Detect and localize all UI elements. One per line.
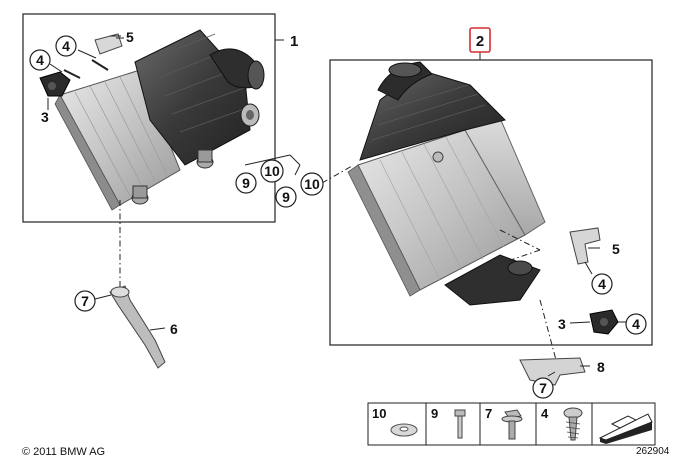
svg-text:10: 10 [264, 163, 280, 179]
legend-item-7[interactable]: 7 [485, 406, 523, 440]
legend-item-4[interactable]: 4 [541, 406, 583, 441]
screw-4-left-lower[interactable] [63, 69, 81, 79]
svg-text:4: 4 [62, 38, 70, 54]
leader-lines-right [321, 165, 628, 377]
callout-5-right[interactable]: 5 [612, 241, 620, 257]
callout-4-right-upper[interactable]: 4 [591, 273, 613, 295]
callout-2[interactable]: 2 [469, 27, 491, 53]
callout-1[interactable]: 1 [290, 33, 298, 50]
intercooler-assembly-1[interactable] [54, 29, 265, 211]
assembly-2-frame [329, 52, 653, 346]
washer-icon [390, 423, 418, 437]
callout-3-right[interactable]: 3 [558, 316, 566, 332]
callout-9-left[interactable]: 9 [235, 172, 257, 194]
callout-8[interactable]: 8 [597, 359, 605, 375]
flange-bolt-icon [501, 409, 523, 440]
svg-text:6: 6 [170, 321, 178, 337]
callout-4-left-upper[interactable]: 4 [55, 35, 77, 57]
svg-text:9: 9 [242, 175, 250, 191]
svg-text:4: 4 [36, 52, 44, 68]
svg-text:3: 3 [41, 109, 49, 125]
svg-text:5: 5 [126, 29, 134, 45]
bracket-5-left[interactable] [94, 33, 124, 55]
svg-text:2: 2 [476, 33, 484, 50]
svg-text:1: 1 [290, 33, 298, 50]
bracket-8[interactable] [519, 357, 586, 386]
svg-text:4: 4 [598, 276, 606, 292]
svg-text:9: 9 [282, 189, 290, 205]
svg-text:10: 10 [304, 176, 320, 192]
callout-3-left[interactable]: 3 [41, 109, 49, 125]
leader-lines-left [47, 35, 301, 176]
callout-6[interactable]: 6 [170, 321, 178, 337]
legend-item-9[interactable]: 9 [431, 406, 466, 439]
screw-icon [563, 407, 583, 441]
callout-10-right[interactable]: 10 [300, 172, 324, 196]
screw-4-left-upper[interactable] [91, 59, 109, 71]
bolt-icon [454, 409, 466, 439]
diagram-id: 262904 [636, 446, 670, 457]
svg-text:7: 7 [81, 293, 89, 309]
callout-7-left[interactable]: 7 [74, 290, 96, 312]
leader-lines-bottom-left [94, 294, 166, 331]
callout-5-left[interactable]: 5 [126, 29, 134, 45]
callout-4-left-lower[interactable]: 4 [29, 49, 51, 71]
svg-text:7: 7 [485, 406, 492, 421]
bracket-5-right[interactable] [569, 227, 601, 265]
svg-text:9: 9 [431, 406, 438, 421]
callout-7-right[interactable]: 7 [532, 377, 554, 399]
sensor-3-right[interactable] [589, 309, 619, 335]
legend-item-10[interactable]: 10 [372, 406, 418, 437]
sensor-3-left[interactable] [39, 71, 71, 97]
svg-text:4: 4 [541, 406, 549, 421]
callout-9-right[interactable]: 9 [275, 186, 297, 208]
svg-text:8: 8 [597, 359, 605, 375]
assembly-hint-icon[interactable] [598, 413, 653, 444]
svg-text:3: 3 [558, 316, 566, 332]
svg-text:10: 10 [372, 406, 386, 421]
copyright-notice: © 2011 BMW AG [22, 446, 106, 458]
intercooler-assembly-2[interactable] [347, 61, 546, 306]
svg-text:5: 5 [612, 241, 620, 257]
callout-10-left[interactable]: 10 [260, 159, 284, 183]
callout-4-right-lower[interactable]: 4 [625, 313, 647, 335]
svg-text:7: 7 [539, 380, 547, 396]
assembly-1-frame [22, 13, 284, 223]
svg-text:4: 4 [632, 316, 640, 332]
bracket-6[interactable] [109, 285, 166, 369]
